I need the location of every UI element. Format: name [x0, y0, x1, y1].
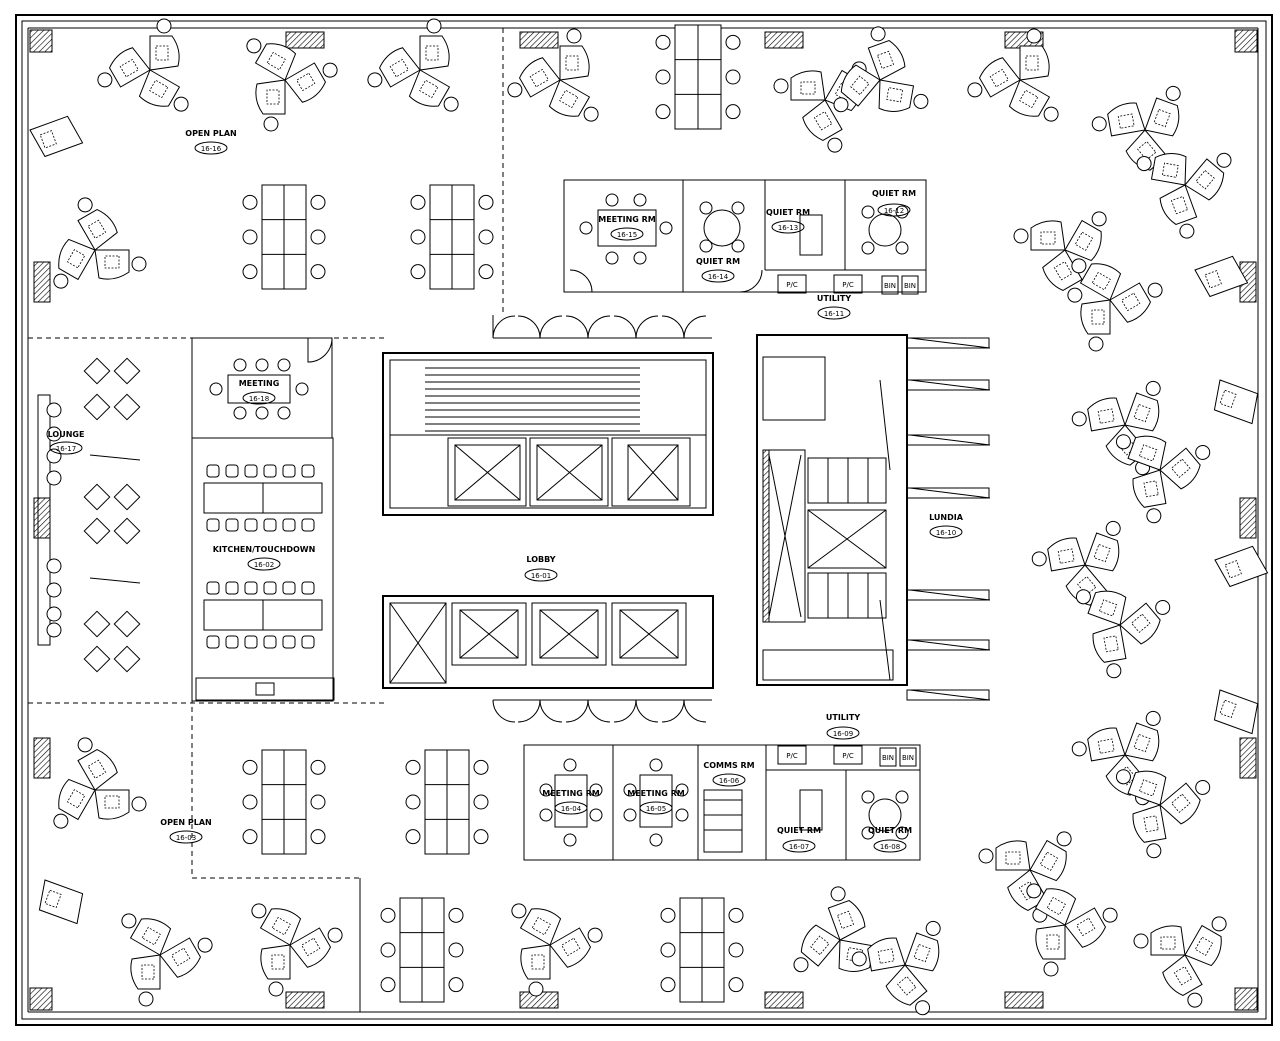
lobby-doors-south [492, 699, 712, 723]
workstation-cluster [1013, 211, 1107, 303]
workstation-cluster [978, 831, 1072, 923]
workstation-cluster [511, 903, 603, 997]
number-utility-11: 16-11 [824, 310, 844, 318]
workstation-cluster [1136, 152, 1232, 239]
workstation-cluster [851, 920, 941, 1016]
pc-label: P/C [786, 752, 798, 760]
workstation-cluster [1091, 85, 1181, 181]
desk-bench [380, 897, 464, 1003]
single-desk [1213, 689, 1259, 735]
single-desk [38, 879, 84, 925]
label-utility-11: UTILITY [817, 294, 851, 303]
label-meeting-18: MEETING [239, 379, 280, 388]
number-lobby: 16-01 [531, 572, 551, 580]
number-comms-rm: 16-06 [719, 777, 740, 785]
number-kitchen: 16-02 [254, 561, 274, 569]
workstation-cluster [53, 737, 147, 829]
bin-label: BIN [904, 282, 916, 290]
single-desk [1194, 255, 1249, 298]
pc-label: P/C [842, 281, 854, 289]
fixture-labels: P/C P/C BIN BIN P/C P/C BIN BIN [786, 281, 916, 762]
single-desk [1214, 545, 1269, 588]
bin-label: BIN [882, 754, 894, 762]
number-open-plan-north: 16-16 [201, 145, 222, 153]
workstation-cluster [53, 197, 147, 289]
number-quiet-rm-12: 16-12 [884, 207, 904, 215]
workstation-cluster [1075, 589, 1171, 679]
label-comms-rm: COMMS RM [703, 761, 754, 770]
desk-bench [405, 749, 489, 855]
workstation-cluster [1115, 434, 1211, 524]
number-quiet-rm-07: 16-07 [789, 843, 809, 851]
desk-bench [660, 897, 744, 1003]
workstation-cluster [1115, 769, 1211, 859]
kitchen-chairs [206, 464, 315, 649]
north-rooms [563, 179, 927, 295]
number-quiet-rm-08: 16-08 [880, 843, 900, 851]
number-quiet-rm-13: 16-13 [778, 224, 798, 232]
label-lundia: LUNDIA [929, 513, 964, 522]
label-kitchen: KITCHEN/TOUCHDOWN [213, 545, 316, 554]
label-quiet-rm-14: QUIET RM [696, 257, 740, 266]
label-lounge: LOUNGE [48, 430, 85, 439]
structural-columns [29, 29, 1258, 1011]
number-meeting-18: 16-18 [249, 395, 269, 403]
workstation-cluster [246, 38, 338, 132]
label-meeting-rm-15: MEETING RM [598, 215, 656, 224]
workstation-cluster [967, 28, 1059, 122]
building-core [382, 315, 908, 723]
number-meeting-rm-15: 16-15 [617, 231, 637, 239]
label-lobby: LOBBY [526, 555, 555, 564]
number-quiet-rm-14: 16-14 [708, 273, 729, 281]
workstation-cluster [1071, 258, 1163, 352]
number-open-plan-south: 16-03 [176, 834, 196, 842]
desk-bench [410, 184, 494, 290]
workstation-cluster [97, 18, 189, 112]
south-rooms [523, 744, 921, 861]
bin-label: BIN [884, 282, 896, 290]
lounge-tables [83, 357, 141, 673]
workstation-cluster [507, 28, 599, 122]
label-quiet-rm-07: QUIET RM [777, 826, 821, 835]
exterior-walls [15, 14, 1273, 1026]
number-meeting-rm-04: 16-04 [561, 805, 582, 813]
label-quiet-rm-08: QUIET RM [868, 826, 912, 835]
number-lundia: 16-10 [936, 529, 956, 537]
bin-label: BIN [902, 754, 914, 762]
room-labels: OPEN PLAN 16-16 MEETING RM 16-15 QUIET R… [48, 129, 964, 853]
lundia-shelving [906, 337, 991, 701]
workstation-cluster [121, 913, 213, 1007]
desk-bench [242, 184, 326, 290]
workstation-clusters [29, 18, 1269, 1016]
desk-bench [655, 24, 741, 130]
workstation-cluster [1031, 520, 1121, 616]
label-open-plan-north: OPEN PLAN [185, 129, 236, 138]
label-open-plan-south: OPEN PLAN [160, 818, 211, 827]
workstation-cluster [1133, 916, 1227, 1008]
label-meeting-rm-04: MEETING RM [542, 789, 600, 798]
workstation-cluster [1026, 883, 1118, 977]
west-rooms [37, 337, 335, 702]
lobby-doors-north [492, 315, 712, 339]
desk-bench [242, 749, 326, 855]
single-desk [1213, 379, 1259, 425]
stair-treads [425, 367, 640, 432]
label-quiet-rm-12: QUIET RM [872, 189, 916, 198]
single-desk [29, 115, 84, 158]
label-meeting-rm-05: MEETING RM [627, 789, 685, 798]
workstation-cluster [1071, 710, 1161, 806]
workstation-cluster [251, 903, 343, 997]
number-lounge: 16-17 [56, 445, 76, 453]
label-quiet-rm-13: QUIET RM [766, 208, 810, 217]
label-utility-09: UTILITY [826, 713, 860, 722]
pc-label: P/C [842, 752, 854, 760]
number-meeting-rm-05: 16-05 [646, 805, 666, 813]
pc-label: P/C [786, 281, 798, 289]
number-utility-09: 16-09 [833, 730, 853, 738]
workstation-cluster [367, 18, 459, 112]
workstation-cluster [833, 26, 929, 113]
